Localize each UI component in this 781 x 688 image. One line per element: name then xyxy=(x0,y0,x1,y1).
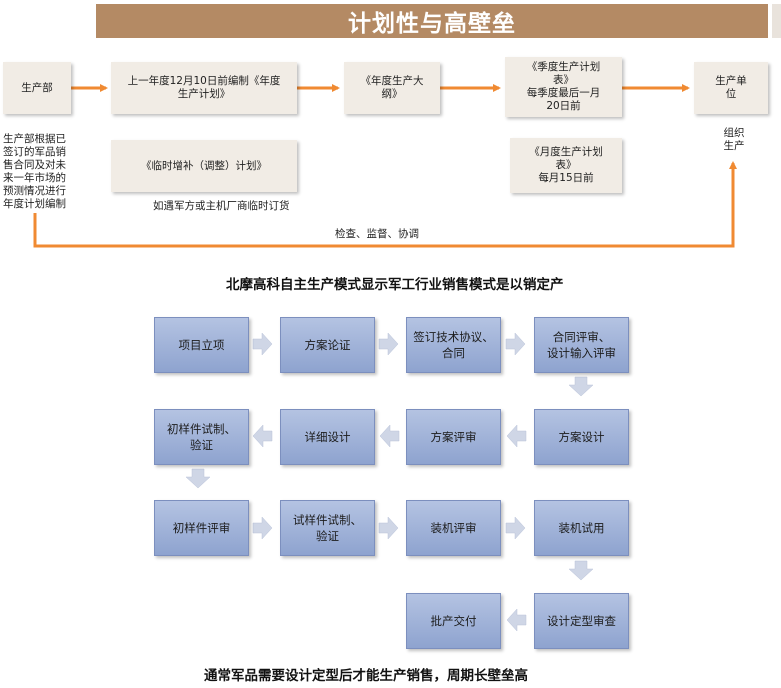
step-scheme-review: 方案评审 xyxy=(406,409,501,465)
page-title: 计划性与高壁垒 xyxy=(348,11,516,37)
box-quarterly-plan: 《季度生产计划 表》 每季度最后一月 20日前 xyxy=(505,57,622,117)
box-annual-master: 《年度生产大 纲》 xyxy=(344,62,440,114)
step-design-finalization: 设计定型审查 xyxy=(534,593,629,649)
arrow-down-1 xyxy=(568,376,594,397)
step-prototype-review: 初样件评审 xyxy=(154,500,249,556)
temp-plan-note: 如遇军方或主机厂商临时订货 xyxy=(153,200,290,212)
arrow-r4-1 xyxy=(506,608,527,632)
box-production-unit: 生产单 位 xyxy=(694,62,768,114)
title-banner: 计划性与高壁垒 xyxy=(96,4,768,38)
box-temporary-plan: 《临时增补（调整）计划》 xyxy=(111,140,297,192)
feedback-loop-line xyxy=(33,161,737,248)
step-contract-review: 合同评审、设计输入评审 xyxy=(534,317,629,373)
arrow-r3-1 xyxy=(252,516,273,540)
step-prototype-trial: 初样件试制、验证 xyxy=(154,409,249,465)
box-production-dept: 生产部 xyxy=(3,62,71,114)
arrow-down-3 xyxy=(568,560,594,581)
feedback-label: 检查、监督、协调 xyxy=(335,228,419,240)
box-annual-plan: 上一年度12月10日前编制《年度 生产计划》 xyxy=(111,62,297,114)
step-project-initiation: 项目立项 xyxy=(154,317,249,373)
step-installation-review: 装机评审 xyxy=(406,500,501,556)
box-monthly-plan: 《月度生产计划 表》 每月15日前 xyxy=(510,138,622,193)
arrow-r2-2 xyxy=(379,424,400,448)
mid-caption: 北摩高科自主生产模式显示军工行业销售模式是以销定产 xyxy=(226,277,564,293)
arrow-r2-3 xyxy=(252,424,273,448)
title-edge-strip xyxy=(772,4,781,38)
unit-note: 组织 生产 xyxy=(723,127,745,152)
arrow-r3-2 xyxy=(378,516,399,540)
step-detailed-design: 详细设计 xyxy=(280,409,375,465)
arrow-r1-1 xyxy=(252,332,273,356)
arrow-r3-3 xyxy=(505,516,526,540)
arrow-r1-3 xyxy=(505,332,526,356)
arrow-r1-2 xyxy=(378,332,399,356)
step-scheme-demonstration: 方案论证 xyxy=(280,317,375,373)
top-flow-arrows xyxy=(33,84,737,248)
arrow-down-2 xyxy=(185,468,211,489)
bottom-caption: 通常军品需要设计定型后才能生产销售，周期长壁垒高 xyxy=(204,668,528,684)
step-scheme-design: 方案设计 xyxy=(534,409,629,465)
step-installation-trial: 装机试用 xyxy=(534,500,629,556)
step-sign-agreement: 签订技术协议、合同 xyxy=(406,317,501,373)
dept-description: 生产部根据已 签订的军品销 售合同及对未 来一年市场的 预测情况进行 年度计划编… xyxy=(3,133,66,210)
step-batch-delivery: 批产交付 xyxy=(406,593,501,649)
step-sample-trial: 试样件试制、验证 xyxy=(280,500,375,556)
arrow-r2-1 xyxy=(506,424,527,448)
